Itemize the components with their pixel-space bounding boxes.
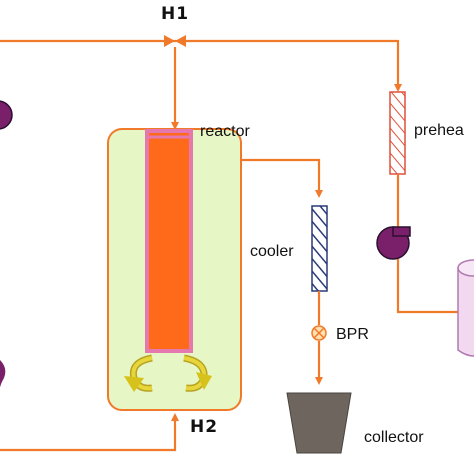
reactor-core [145,129,193,353]
reactor-outlet-pipe [241,158,323,198]
bpr-label: BPR [336,326,369,343]
valve-h2-label[interactable]: H2 [190,417,218,437]
bpr-valve-icon[interactable] [311,325,327,341]
tank-to-pump-pipe [396,259,460,314]
reactor-label: reactor [200,123,250,140]
top-pipe [0,39,402,92]
flow-arrow-left-icon [124,354,153,392]
right-pump-icon [376,226,411,260]
collector-label: collector [364,429,424,446]
preheater-label: prehea [414,122,464,139]
preheater [389,91,406,175]
collector [286,392,352,454]
valve-h1[interactable]: H1 [161,4,189,47]
valve-h1-body [164,35,186,47]
bottom-pipe [0,413,179,452]
left-partial-shape [0,360,6,395]
valve-h1-label: H1 [161,4,189,24]
feed-tank [457,259,474,357]
left-pump-icon [0,100,13,130]
flow-arrow-right-icon [183,354,212,392]
cooler-label: cooler [250,243,294,260]
cooler [311,205,328,292]
